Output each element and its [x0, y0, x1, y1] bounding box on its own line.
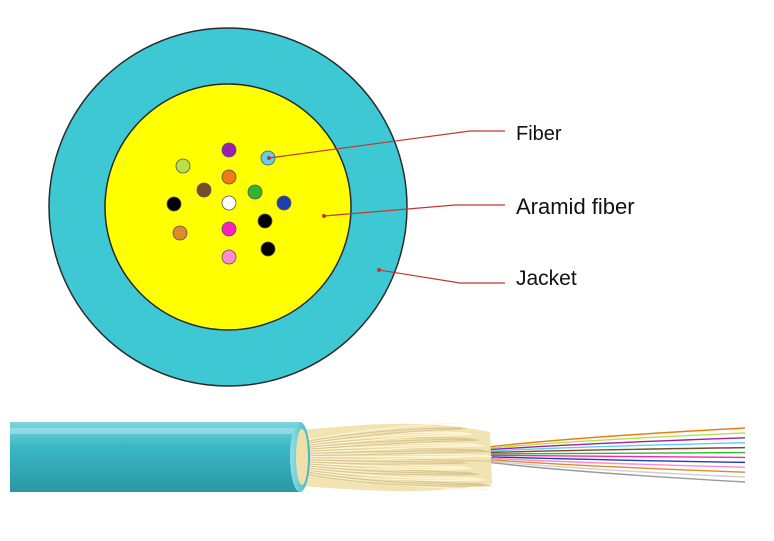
aramid-strand — [299, 464, 476, 475]
fiber-leader-line — [268, 130, 505, 159]
fanout-fibers — [479, 427, 746, 483]
fiber-bundle — [166, 142, 292, 265]
fanout-fiber-line — [479, 454, 746, 459]
cable-jacket-highlight — [10, 428, 300, 434]
aramid-strand — [299, 444, 481, 452]
aramid-fiber-label: Aramid fiber — [516, 194, 635, 219]
fiber-label: Fiber — [516, 123, 562, 145]
fanout-fiber-line — [479, 456, 746, 468]
aramid-strand — [299, 433, 469, 446]
fiber-dot-black — [260, 241, 276, 257]
fanout-fiber-line — [479, 437, 746, 452]
aramid-strands — [299, 422, 495, 492]
aramid-strand — [299, 472, 492, 487]
fanout-fiber-line — [479, 442, 746, 453]
fiber-dot-magenta — [221, 221, 237, 237]
cable-side-view — [10, 422, 746, 492]
cable-cross-section — [48, 27, 408, 387]
fiber-dot-black — [166, 196, 182, 212]
fiber-dot-lime — [175, 158, 191, 174]
aramid-strand — [299, 439, 479, 451]
aramid-leader-dot — [322, 214, 326, 218]
fiber-dot-brown — [196, 182, 212, 198]
fiber-dot-white — [221, 195, 237, 211]
fiber-dot-green — [247, 184, 263, 200]
aramid-strand — [299, 467, 482, 480]
aramid-strand — [299, 428, 467, 445]
aramid-strand — [299, 450, 491, 457]
fiber-dot-orange — [221, 169, 237, 185]
aramid-strand — [299, 463, 474, 471]
fanout-fiber-line — [479, 459, 746, 478]
jacket-leader-line — [378, 269, 505, 284]
fanout-fiber-line — [479, 458, 746, 473]
aramid-strand — [299, 422, 461, 443]
aramid-strand — [299, 459, 464, 463]
aramid-strand — [299, 470, 488, 486]
cable-core-end — [296, 429, 308, 485]
jacket-label: Jacket — [516, 267, 577, 290]
fanout-fiber-line — [479, 455, 746, 464]
leader-lines — [267, 130, 505, 284]
fanout-fiber-line — [479, 451, 746, 455]
aramid-strand — [299, 445, 485, 454]
aramid-strand — [299, 438, 475, 449]
fanout-fiber-line — [479, 432, 746, 450]
fanout-fiber-line — [479, 446, 746, 454]
jacket-leader-dot — [377, 268, 381, 272]
fiber-dot-orange — [172, 225, 188, 241]
aramid-strand — [299, 466, 480, 476]
aramid-strand — [299, 469, 486, 482]
aramid-strand — [299, 433, 473, 448]
aramid-strand — [299, 427, 463, 443]
aramid-strand — [299, 450, 487, 455]
aramid-leader-line — [323, 204, 505, 217]
fiber-dot-pink — [221, 249, 237, 265]
fiber-leader-dot — [267, 156, 271, 160]
aramid-strand — [299, 460, 468, 465]
fanout-fiber-line — [479, 427, 746, 449]
fiber-dot-blue — [276, 195, 292, 211]
fiber-dot-black — [257, 213, 273, 229]
fiber-dot-purple — [221, 142, 237, 158]
fanout-fiber-line — [479, 460, 746, 483]
aramid-strand — [299, 456, 462, 460]
aramid-strand — [299, 461, 470, 469]
